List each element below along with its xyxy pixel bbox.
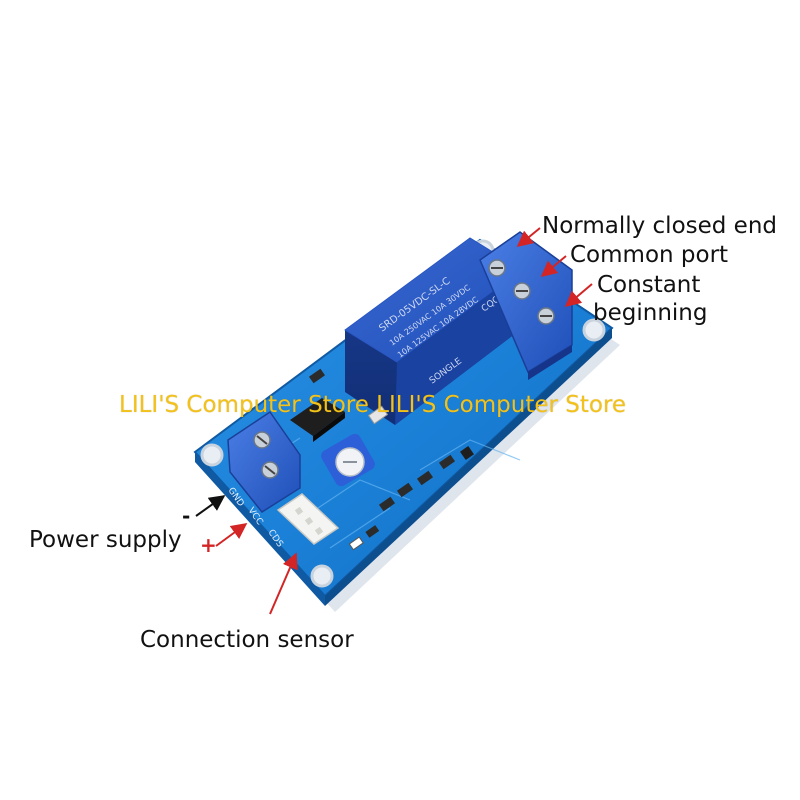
label-normally-closed: Normally closed end (542, 213, 778, 239)
annotation-arrows (195, 227, 593, 615)
sensor-connector (276, 493, 340, 545)
power-terminal-block (227, 410, 301, 513)
label-normally-open-line2: beginning (593, 300, 708, 326)
comparator-chip (290, 398, 345, 442)
arrow-ground (195, 495, 226, 517)
label-connection-sensor: Connection sensor (140, 627, 354, 653)
label-common-port: Common port (570, 242, 729, 268)
arrow-common (540, 255, 567, 278)
arrow-sensor (269, 552, 298, 615)
arrow-vcc (215, 523, 248, 547)
relay: SRD-05VDC-SL-C 10A 250VAC 10A 30VDC 10A … (344, 237, 523, 425)
arrow-normally-closed (516, 227, 541, 248)
potentiometer (321, 433, 375, 487)
plus-sign: + (200, 533, 217, 557)
smd-components (308, 368, 474, 551)
minus-sign: - (182, 504, 191, 528)
store-watermark: LILI'S Computer Store LILI'S Computer St… (119, 392, 627, 418)
label-normally-open-line1: Constant (597, 272, 701, 298)
label-power-supply: Power supply (29, 527, 182, 553)
pcb-edge (325, 328, 612, 606)
arrow-normally-open (564, 283, 593, 308)
